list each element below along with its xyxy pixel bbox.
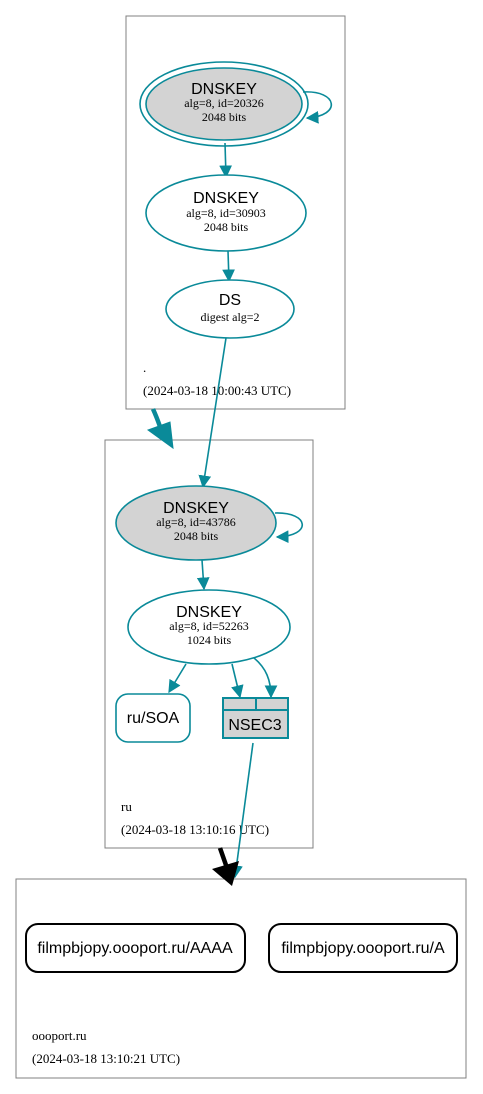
edge-nsec3-oooport — [230, 742, 254, 879]
zone-root-name: . — [143, 360, 146, 375]
ru-soa-label: ru/SOA — [127, 710, 180, 727]
delegation-root-ru — [146, 408, 174, 450]
rrset-aaaa-label: filmpbjopy.oooport.ru/AAAA — [37, 940, 233, 957]
root-ksk-details: alg=8, id=20326 — [184, 96, 264, 110]
root-ds-details: digest alg=2 — [200, 310, 259, 324]
root-zsk-details: alg=8, id=30903 — [186, 206, 266, 220]
ru-soa-node[interactable]: ru/SOA — [115, 693, 191, 743]
zone-ru-timestamp: (2024-03-18 13:10:16 UTC) — [121, 822, 269, 837]
zone-oooport-timestamp: (2024-03-18 13:10:21 UTC) — [32, 1051, 180, 1066]
ru-ksk-details: alg=8, id=43786 — [156, 515, 236, 529]
delegation-ru-oooport — [212, 847, 239, 886]
ru-zsk-type: DNSKEY — [176, 604, 242, 621]
root-ds-type: DS — [219, 292, 241, 309]
zone-root-timestamp: (2024-03-18 10:00:43 UTC) — [143, 383, 291, 398]
edge-root-ksk-zsk — [219, 142, 233, 179]
rrset-aaaa-node[interactable]: filmpbjopy.oooport.ru/AAAA — [25, 923, 246, 973]
edge-root-ksk-self — [302, 91, 333, 124]
zone-oooport-cluster: oooport.ru (2024-03-18 13:10:21 UTC) — [15, 878, 467, 1079]
root-ksk-type: DNSKEY — [191, 81, 257, 98]
edge-ru-zsk-nsec3-b — [253, 657, 278, 699]
root-zsk-node[interactable]: DNSKEY alg=8, id=30903 2048 bits — [145, 174, 307, 252]
ru-zsk-size: 1024 bits — [187, 633, 232, 647]
zone-oooport-name: oooport.ru — [32, 1028, 87, 1043]
root-zsk-type: DNSKEY — [193, 190, 259, 207]
root-ds-node[interactable]: DS digest alg=2 — [165, 279, 295, 339]
zone-root-cluster: . (2024-03-18 10:00:43 UTC) — [125, 15, 346, 410]
ru-nsec3-node[interactable]: NSEC3 — [222, 697, 289, 739]
zone-ru-name: ru — [121, 799, 132, 814]
edge-ru-zsk-soa — [168, 663, 187, 694]
root-zsk-size: 2048 bits — [204, 220, 249, 234]
rrset-a-node[interactable]: filmpbjopy.oooport.ru/A — [268, 923, 458, 973]
rrset-a-label: filmpbjopy.oooport.ru/A — [281, 940, 445, 957]
edge-ru-ksk-self — [274, 512, 304, 544]
ru-zsk-details: alg=8, id=52263 — [169, 619, 249, 633]
ru-ksk-type: DNSKEY — [163, 500, 229, 517]
ru-ksk-size: 2048 bits — [174, 529, 219, 543]
root-ksk-size: 2048 bits — [202, 110, 247, 124]
edge-ru-ksk-zsk — [196, 559, 210, 591]
edge-root-zsk-ds — [222, 250, 236, 283]
ru-zsk-node[interactable]: DNSKEY alg=8, id=52263 1024 bits — [127, 589, 291, 665]
root-ksk-node[interactable]: DNSKEY alg=8, id=20326 2048 bits — [139, 61, 309, 147]
edges — [168, 91, 333, 879]
zone-ru-cluster: ru (2024-03-18 13:10:16 UTC) — [104, 439, 314, 849]
edge-ru-zsk-nsec3-a — [231, 663, 244, 699]
ru-ksk-node[interactable]: DNSKEY alg=8, id=43786 2048 bits — [115, 485, 277, 561]
ru-nsec3-label: NSEC3 — [228, 717, 281, 734]
edge-ds-ru-ksk — [198, 337, 227, 489]
